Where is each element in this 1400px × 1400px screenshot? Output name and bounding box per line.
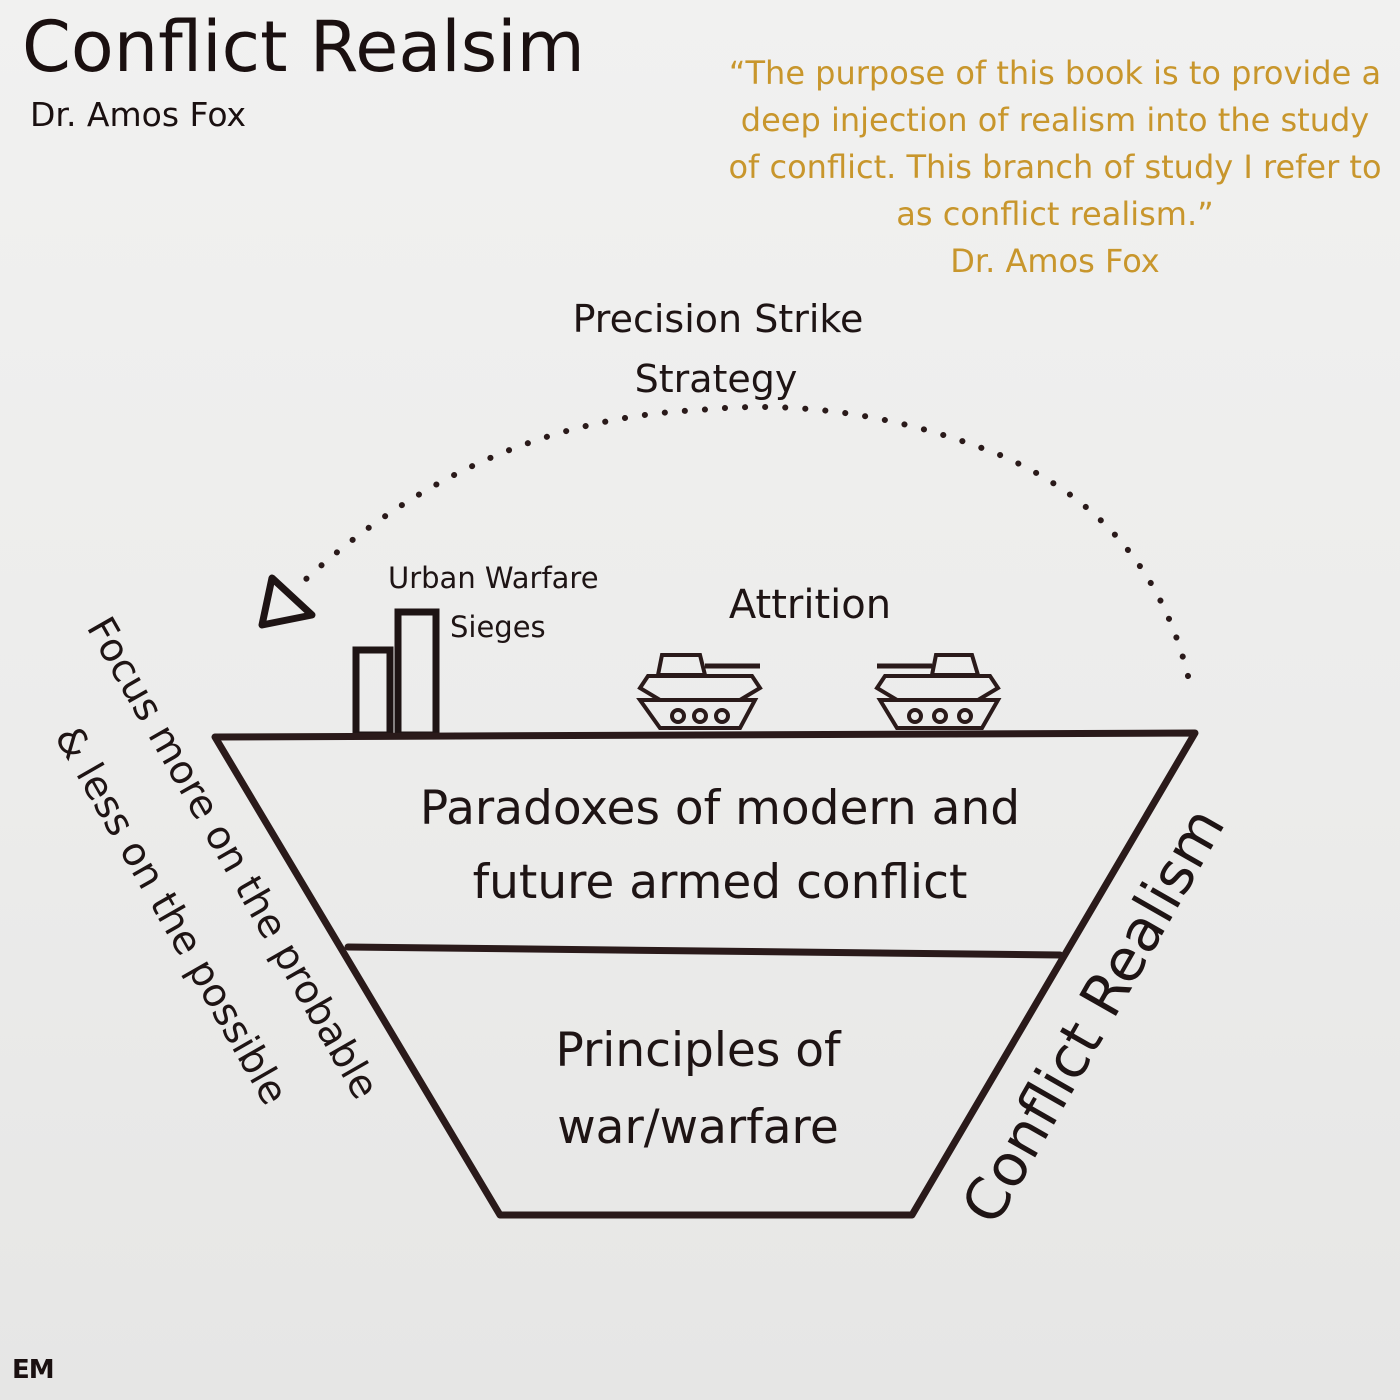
tank-icon-left	[636, 653, 763, 730]
quote-block: “The purpose of this book is to provide …	[725, 50, 1385, 285]
right-side-label: Conflict Realism	[948, 796, 1238, 1235]
upper-band-line1: Paradoxes of modern and	[420, 781, 1020, 836]
band-divider	[344, 943, 1064, 959]
urban-warfare-label: Urban Warfare	[388, 561, 599, 595]
upper-band-line2: future armed conflict	[473, 855, 968, 910]
arc-label-line2: Strategy	[635, 357, 798, 401]
quote-text: “The purpose of this book is to provide …	[728, 54, 1382, 233]
tank-icon-right	[874, 653, 1002, 730]
lower-band-line2: war/warfare	[557, 1100, 839, 1155]
arrowhead-icon	[258, 574, 316, 629]
attrition-label: Attrition	[729, 582, 891, 628]
author-name: Dr. Amos Fox	[30, 95, 247, 134]
lower-band-line1: Principles of	[555, 1023, 842, 1078]
dotted-arc	[302, 404, 1191, 679]
buildings-icon	[352, 608, 440, 739]
trapezoid-outline	[211, 729, 1199, 1219]
sieges-label: Sieges	[450, 610, 546, 644]
page-title: Conflict Realsim	[22, 6, 585, 88]
arc-label-line1: Precision Strike	[573, 297, 864, 341]
quote-attribution: Dr. Amos Fox	[950, 242, 1160, 280]
signature-mark: EM	[12, 1355, 55, 1385]
